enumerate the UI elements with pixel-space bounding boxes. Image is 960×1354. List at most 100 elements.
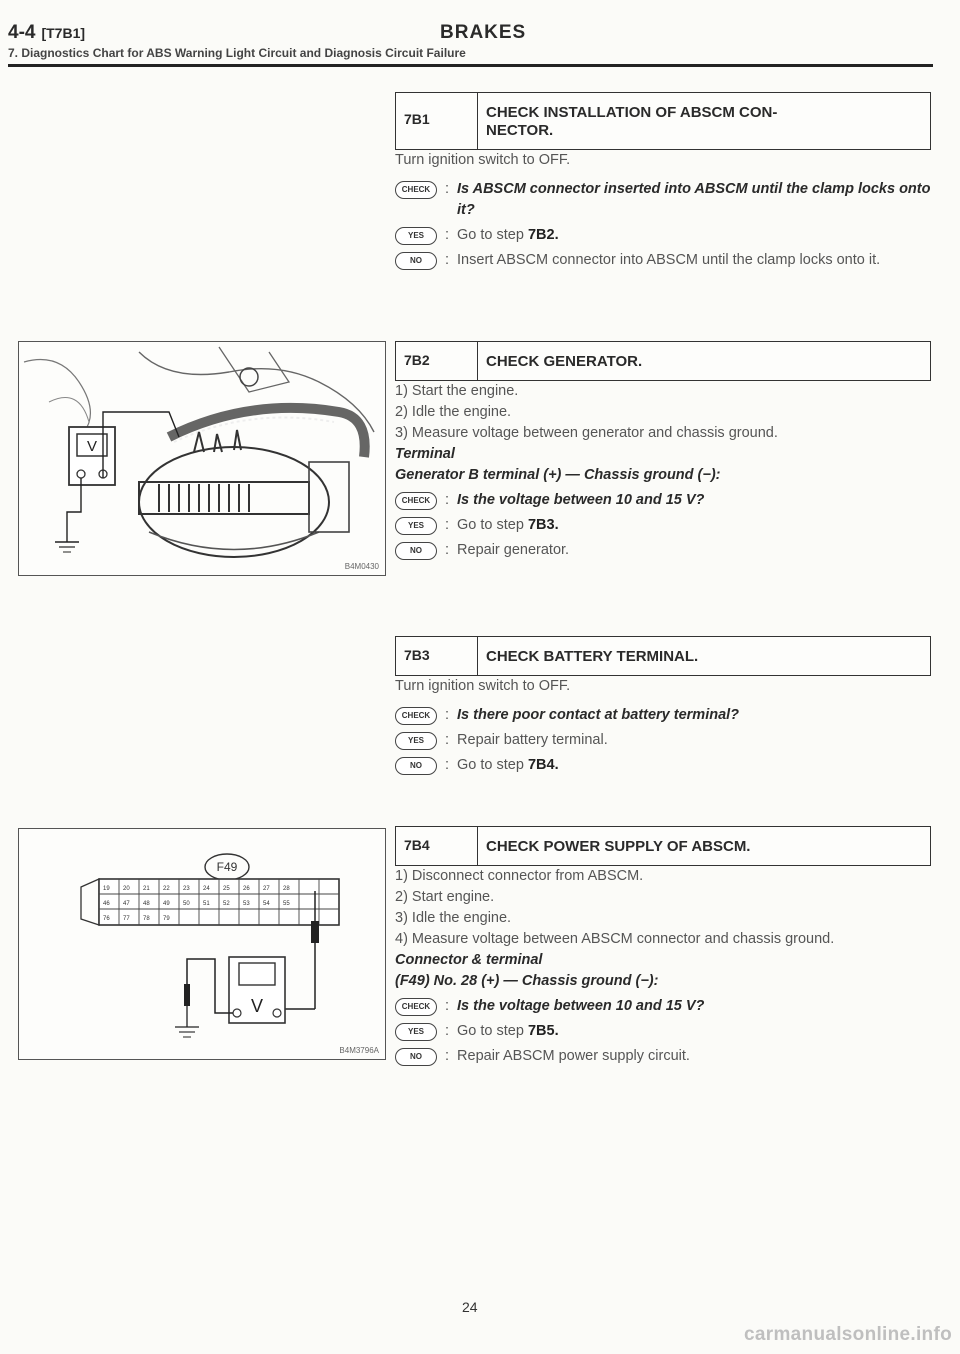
- check-row: CHECK : Is the voltage between 10 and 15…: [395, 996, 935, 1017]
- check-badge: CHECK: [395, 998, 437, 1016]
- no-row: NO : Insert ABSCM connector into ABSCM u…: [395, 250, 935, 271]
- no-answer: Repair generator.: [457, 542, 570, 558]
- terminal-spec: Generator B terminal (+) — Chassis groun…: [395, 467, 721, 483]
- yes-answer: Repair battery terminal.: [457, 732, 608, 748]
- step-title: CHECK GENERATOR.: [486, 353, 643, 370]
- step-instruction: 1) Disconnect connector from ABSCM.: [395, 868, 644, 884]
- svg-text:28: 28: [283, 886, 290, 892]
- step-instruction: 3) Idle the engine.: [395, 910, 512, 926]
- svg-text:55: 55: [283, 901, 290, 907]
- no-answer: Go to step: [457, 757, 528, 773]
- watermark: carmanualsonline.info: [744, 1324, 952, 1345]
- no-badge: NO: [395, 252, 437, 270]
- svg-text:22: 22: [163, 886, 170, 892]
- step-header: 7B4 CHECK POWER SUPPLY OF ABSCM.: [395, 826, 931, 866]
- svg-text:47: 47: [123, 901, 130, 907]
- svg-text:19: 19: [103, 886, 110, 892]
- svg-text:26: 26: [243, 886, 250, 892]
- check-badge: CHECK: [395, 707, 437, 725]
- goto-step: 7B5.: [527, 1023, 559, 1039]
- section-label: 4-4: [8, 22, 36, 43]
- page-header: 4-4 [T7B1] BRAKES 7. Diagnostics Chart fo…: [8, 22, 933, 67]
- check-row: CHECK : Is the voltage between 10 and 15…: [395, 490, 935, 511]
- step-id: 7B3: [396, 637, 478, 675]
- yes-answer: Go to step: [457, 227, 528, 243]
- no-row: NO : Go to step 7B4.: [395, 755, 935, 776]
- svg-text:V: V: [251, 996, 263, 1016]
- no-row: NO : Repair generator.: [395, 540, 935, 561]
- check-question: Is there poor contact at battery termina…: [457, 707, 740, 723]
- step-title: CHECK BATTERY TERMINAL.: [486, 648, 699, 665]
- step-7b3: 7B3 CHECK BATTERY TERMINAL. Turn ignitio…: [395, 636, 935, 776]
- yes-badge: YES: [395, 517, 437, 535]
- svg-text:79: 79: [163, 916, 170, 922]
- svg-text:50: 50: [183, 901, 190, 907]
- terminal-heading: Connector & terminal: [395, 952, 543, 968]
- step-instruction: 2) Start engine.: [395, 889, 495, 905]
- yes-badge: YES: [395, 227, 437, 245]
- figure-code: B4M0430: [344, 562, 379, 571]
- step-title: CHECK POWER SUPPLY OF ABSCM.: [486, 838, 751, 855]
- check-question: Is the voltage between 10 and 15 V?: [457, 998, 705, 1014]
- step-header: 7B1 CHECK INSTALLATION OF ABSCM CON- NEC…: [395, 92, 931, 150]
- step-id: 7B2: [396, 342, 478, 380]
- no-row: NO : Repair ABSCM power supply circuit.: [395, 1046, 935, 1067]
- svg-text:20: 20: [123, 886, 130, 892]
- svg-text:49: 49: [163, 901, 170, 907]
- step-instruction: 3) Measure voltage between generator and…: [395, 425, 778, 441]
- svg-text:21: 21: [143, 886, 150, 892]
- svg-text:27: 27: [263, 886, 270, 892]
- svg-text:46: 46: [103, 901, 110, 907]
- connector-label: F49: [216, 860, 238, 874]
- step-7b4: 7B4 CHECK POWER SUPPLY OF ABSCM. 1) Disc…: [395, 826, 935, 1067]
- svg-text:53: 53: [243, 901, 250, 907]
- step-id: 7B1: [396, 93, 478, 149]
- step-header: 7B3 CHECK BATTERY TERMINAL.: [395, 636, 931, 676]
- yes-row: YES : Go to step 7B2.: [395, 225, 935, 246]
- step-instruction: Turn ignition switch to OFF.: [395, 152, 571, 168]
- no-badge: NO: [395, 542, 437, 560]
- yes-row: YES : Go to step 7B5.: [395, 1021, 935, 1042]
- svg-text:25: 25: [223, 886, 230, 892]
- step-7b2: 7B2 CHECK GENERATOR. 1) Start the engine…: [395, 341, 935, 561]
- check-question: Is the voltage between 10 and 15 V?: [457, 492, 705, 508]
- step-instruction: 1) Start the engine.: [395, 383, 519, 399]
- yes-row: YES : Repair battery terminal.: [395, 730, 935, 751]
- yes-badge: YES: [395, 732, 437, 750]
- goto-step: 7B4.: [527, 757, 559, 773]
- check-question: Is ABSCM connector inserted into ABSCM u…: [457, 181, 931, 218]
- page-number: 24: [462, 1299, 478, 1315]
- header-rule: [8, 64, 933, 67]
- yes-row: YES : Go to step 7B3.: [395, 515, 935, 536]
- svg-text:76: 76: [103, 916, 110, 922]
- goto-step: 7B2.: [527, 227, 559, 243]
- step-instruction: 4) Measure voltage between ABSCM connect…: [395, 931, 835, 947]
- generator-figure: V B4M0430: [18, 341, 386, 576]
- svg-text:77: 77: [123, 916, 130, 922]
- yes-answer: Go to step: [457, 517, 528, 533]
- section-number: 4-4 [T7B1]: [8, 22, 85, 44]
- chapter-title: BRAKES: [440, 22, 527, 43]
- svg-text:23: 23: [183, 886, 190, 892]
- goto-step: 7B3.: [527, 517, 559, 533]
- svg-text:54: 54: [263, 901, 270, 907]
- page-subtitle: 7. Diagnostics Chart for ABS Warning Lig…: [8, 46, 466, 60]
- step-id: 7B4: [396, 827, 478, 865]
- svg-text:51: 51: [203, 901, 210, 907]
- svg-text:48: 48: [143, 901, 150, 907]
- step-title: CHECK INSTALLATION OF ABSCM CON- NECTOR.: [486, 104, 778, 139]
- svg-text:V: V: [87, 438, 97, 455]
- check-badge: CHECK: [395, 492, 437, 510]
- no-answer: Repair ABSCM power supply circuit.: [457, 1048, 690, 1064]
- yes-badge: YES: [395, 1023, 437, 1041]
- svg-text:78: 78: [143, 916, 150, 922]
- section-code: [T7B1]: [41, 25, 86, 41]
- terminal-heading: Terminal: [395, 446, 455, 462]
- step-instruction: Turn ignition switch to OFF.: [395, 678, 571, 694]
- step-7b1: 7B1 CHECK INSTALLATION OF ABSCM CON- NEC…: [395, 92, 935, 271]
- no-badge: NO: [395, 757, 437, 775]
- step-header: 7B2 CHECK GENERATOR.: [395, 341, 931, 381]
- no-badge: NO: [395, 1048, 437, 1066]
